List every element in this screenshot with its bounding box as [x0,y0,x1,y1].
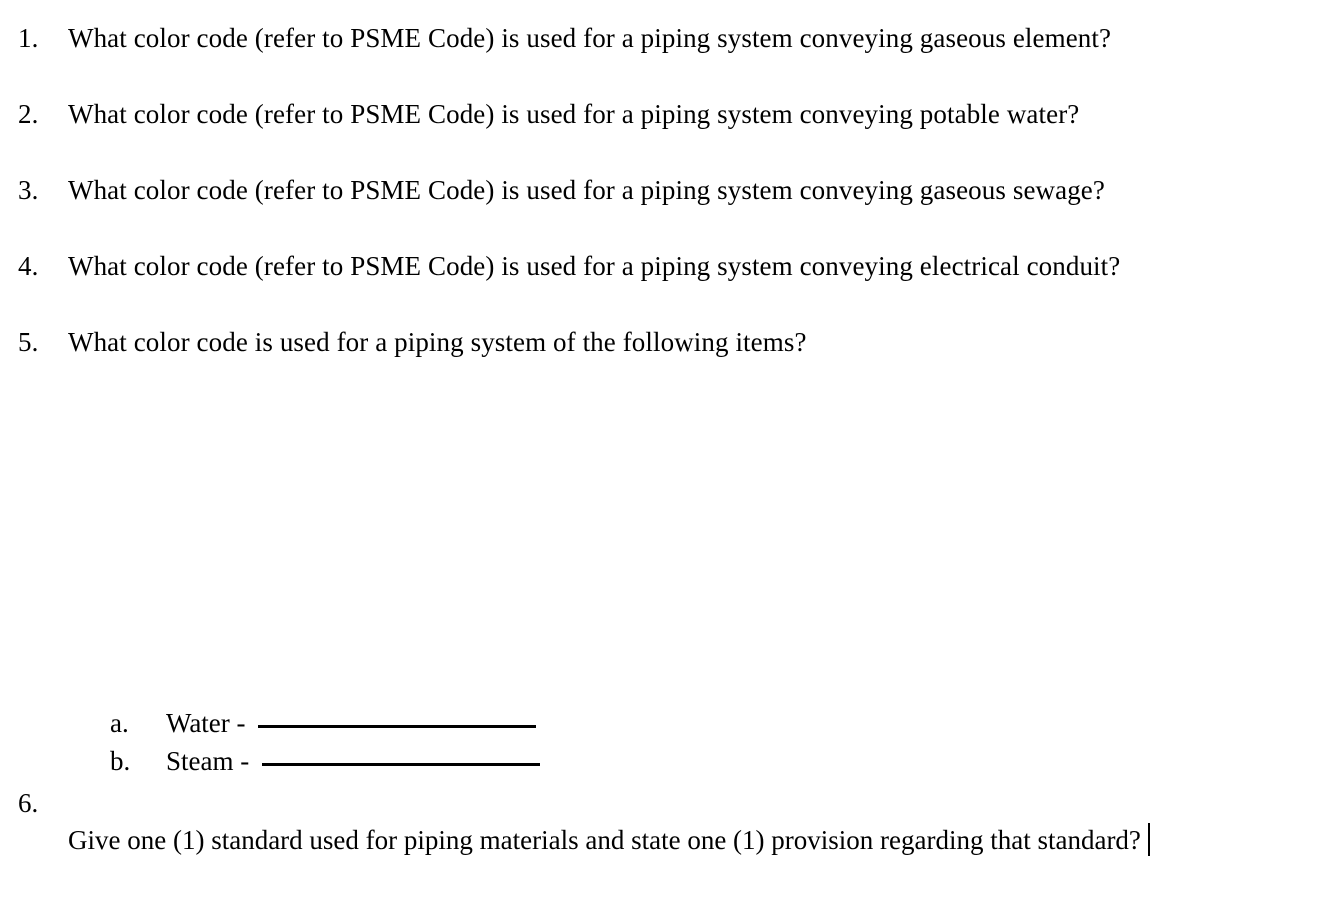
question-text: Give one (1) standard used for piping ma… [68,825,1141,855]
question-item-2: 2. What color code (refer to PSME Code) … [0,76,1320,152]
question-number: 2. [18,99,39,129]
question-number: 4. [18,251,39,281]
question-item-3: 3. What color code (refer to PSME Code) … [0,152,1320,228]
sub-item-list: a. Water - b. Steam - [0,704,1320,780]
answer-blank-water[interactable] [258,725,537,728]
question-number: 3. [18,175,39,205]
question-six-body[interactable]: Give one (1) standard used for piping ma… [68,820,1268,860]
sub-item-label: Steam - [166,746,250,776]
question-number: 1. [18,23,39,53]
question-item-4: 4. What color code (refer to PSME Code) … [0,228,1320,304]
question-list: 1. What color code (refer to PSME Code) … [0,0,1320,380]
question-item-1: 1. What color code (refer to PSME Code) … [0,0,1320,76]
question-number: 6. [18,788,39,818]
question-text: What color code (refer to PSME Code) is … [68,251,1121,281]
question-item-5: 5. What color code is used for a piping … [0,304,1320,380]
question-text: What color code (refer to PSME Code) is … [68,175,1105,205]
sub-item-marker: a. [110,708,129,738]
sub-item-label: Water - [166,708,246,738]
sub-item-b: b. Steam - [0,742,1320,780]
sub-item-a: a. Water - [0,704,1320,742]
question-text: What color code is used for a piping sys… [68,327,807,357]
answer-blank-steam[interactable] [261,763,540,766]
text-cursor-caret [1147,823,1150,856]
question-number: 5. [18,327,39,357]
question-text: What color code (refer to PSME Code) is … [68,99,1080,129]
question-text: What color code (refer to PSME Code) is … [68,23,1112,53]
sub-item-marker: b. [110,746,131,776]
